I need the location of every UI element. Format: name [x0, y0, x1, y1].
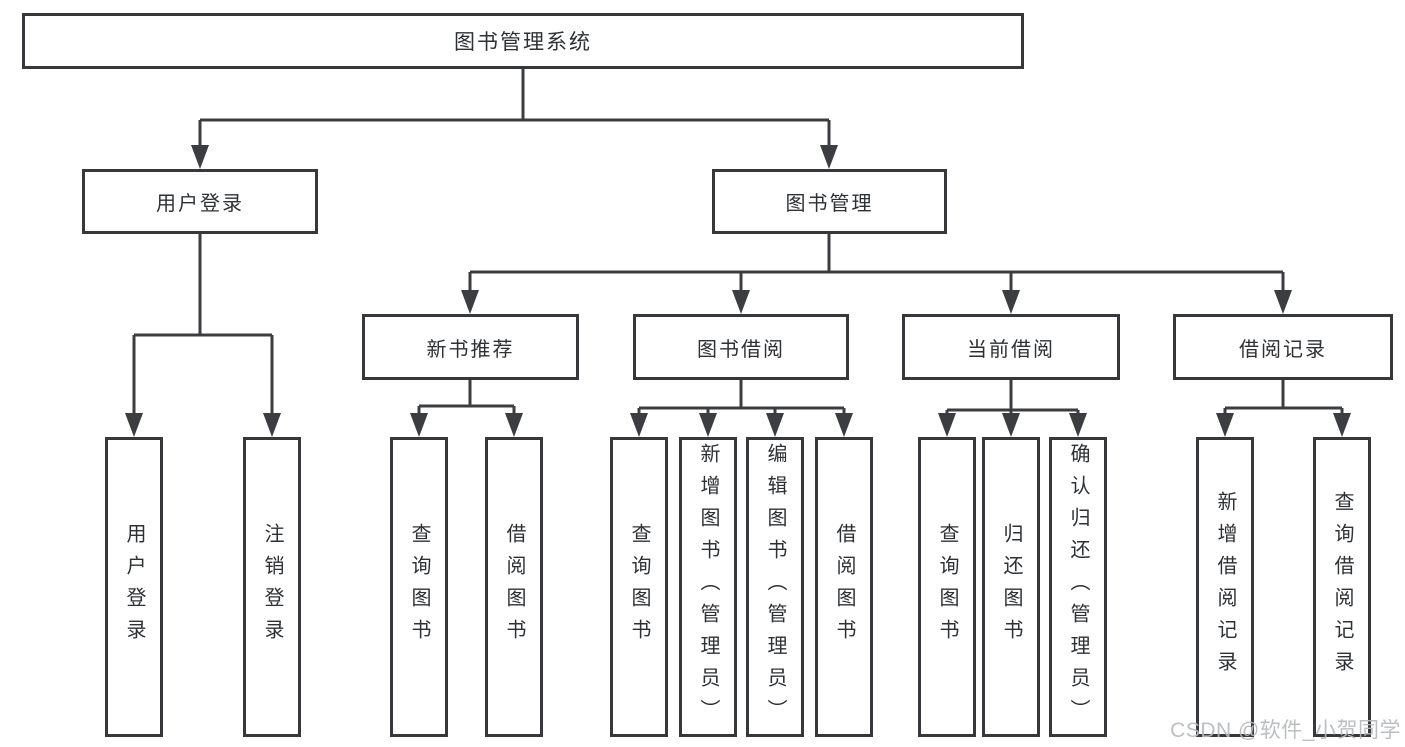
node-label: 图书借阅: [697, 338, 785, 361]
leaf-borrow-books-recommend: 借阅图书: [485, 437, 543, 737]
leaf-label: 查询图书: [936, 523, 958, 651]
leaf-label: 新增图书（管理员）: [697, 443, 719, 731]
arrowhead-icon: [699, 413, 717, 437]
connector-userlogin-to-leaves: [132, 234, 274, 418]
leaf-label: 确认归还（管理员）: [1067, 443, 1089, 731]
node-label: 图书管理: [785, 193, 874, 215]
connector-records-to-leaves: [1223, 380, 1344, 418]
arrowhead-icon: [766, 413, 784, 437]
leaf-logout: 注销登录: [243, 437, 301, 737]
arrowhead-icon: [732, 290, 750, 314]
node-library-system: 图书管理系统: [22, 13, 1024, 69]
leaf-label: 注销登录: [261, 523, 283, 651]
node-user-login: 用户登录: [82, 169, 318, 234]
connector-newbook-to-leaves: [417, 380, 516, 418]
connector-bookmgmt-to-level3: [468, 234, 1285, 295]
node-label: 新书推荐: [426, 338, 515, 361]
leaf-confirm-return-admin: 确认归还（管理员）: [1049, 437, 1107, 737]
connector-current-to-leaves: [945, 380, 1080, 418]
node-label: 图书管理系统: [454, 31, 592, 54]
leaf-label: 查询图书: [628, 523, 650, 651]
node-book-borrowing: 图书借阅: [633, 314, 849, 380]
leaf-add-books-admin: 新增图书（管理员）: [679, 437, 737, 737]
node-current-borrowing: 当前借阅: [902, 314, 1120, 380]
leaf-query-books-recommend: 查询图书: [390, 437, 448, 737]
arrowhead-icon: [1333, 413, 1351, 437]
arrowhead-icon: [1002, 290, 1020, 314]
connector-root-to-level2: [198, 69, 831, 150]
node-label: 用户登录: [156, 193, 244, 215]
node-label: 当前借阅: [967, 338, 1055, 361]
leaf-query-books-borrow: 查询图书: [610, 437, 668, 737]
node-new-book-recommend: 新书推荐: [362, 314, 579, 380]
arrowhead-icon: [461, 290, 479, 314]
arrowhead-icon: [820, 145, 838, 169]
node-borrowing-records: 借阅记录: [1173, 314, 1393, 380]
leaf-label: 查询图书: [408, 523, 430, 651]
arrowhead-icon: [191, 145, 209, 169]
leaf-label: 编辑图书（管理员）: [764, 443, 786, 731]
leaf-borrow-books: 借阅图书: [815, 437, 873, 737]
arrowhead-icon: [1069, 413, 1087, 437]
arrowhead-icon: [835, 413, 853, 437]
leaf-label: 用户登录: [123, 523, 145, 651]
leaf-edit-books-admin: 编辑图书（管理员）: [746, 437, 804, 737]
leaf-query-borrow-record: 查询借阅记录: [1313, 437, 1371, 737]
arrowhead-icon: [505, 413, 523, 437]
leaf-query-books-current: 查询图书: [918, 437, 976, 737]
leaf-label: 借阅图书: [833, 523, 855, 651]
leaf-add-borrow-record: 新增借阅记录: [1196, 437, 1254, 737]
leaf-label: 查询借阅记录: [1331, 491, 1353, 683]
arrowhead-icon: [630, 413, 648, 437]
arrowhead-icon: [938, 413, 956, 437]
arrowhead-icon: [125, 413, 143, 437]
leaf-label: 归还图书: [1000, 523, 1022, 651]
arrowhead-icon: [1002, 413, 1020, 437]
leaf-return-books: 归还图书: [982, 437, 1040, 737]
leaf-user-login: 用户登录: [105, 437, 163, 737]
arrowhead-icon: [1274, 290, 1292, 314]
arrowhead-icon: [263, 413, 281, 437]
arrowhead-icon: [1216, 413, 1234, 437]
leaf-label: 借阅图书: [503, 523, 525, 651]
connector-borrow-to-leaves: [637, 380, 846, 418]
leaf-label: 新增借阅记录: [1214, 491, 1236, 683]
node-label: 借阅记录: [1239, 338, 1327, 361]
node-book-management: 图书管理: [712, 169, 947, 234]
watermark: CSDN @软件_小贺同学: [1170, 719, 1401, 742]
arrowhead-icon: [410, 413, 428, 437]
